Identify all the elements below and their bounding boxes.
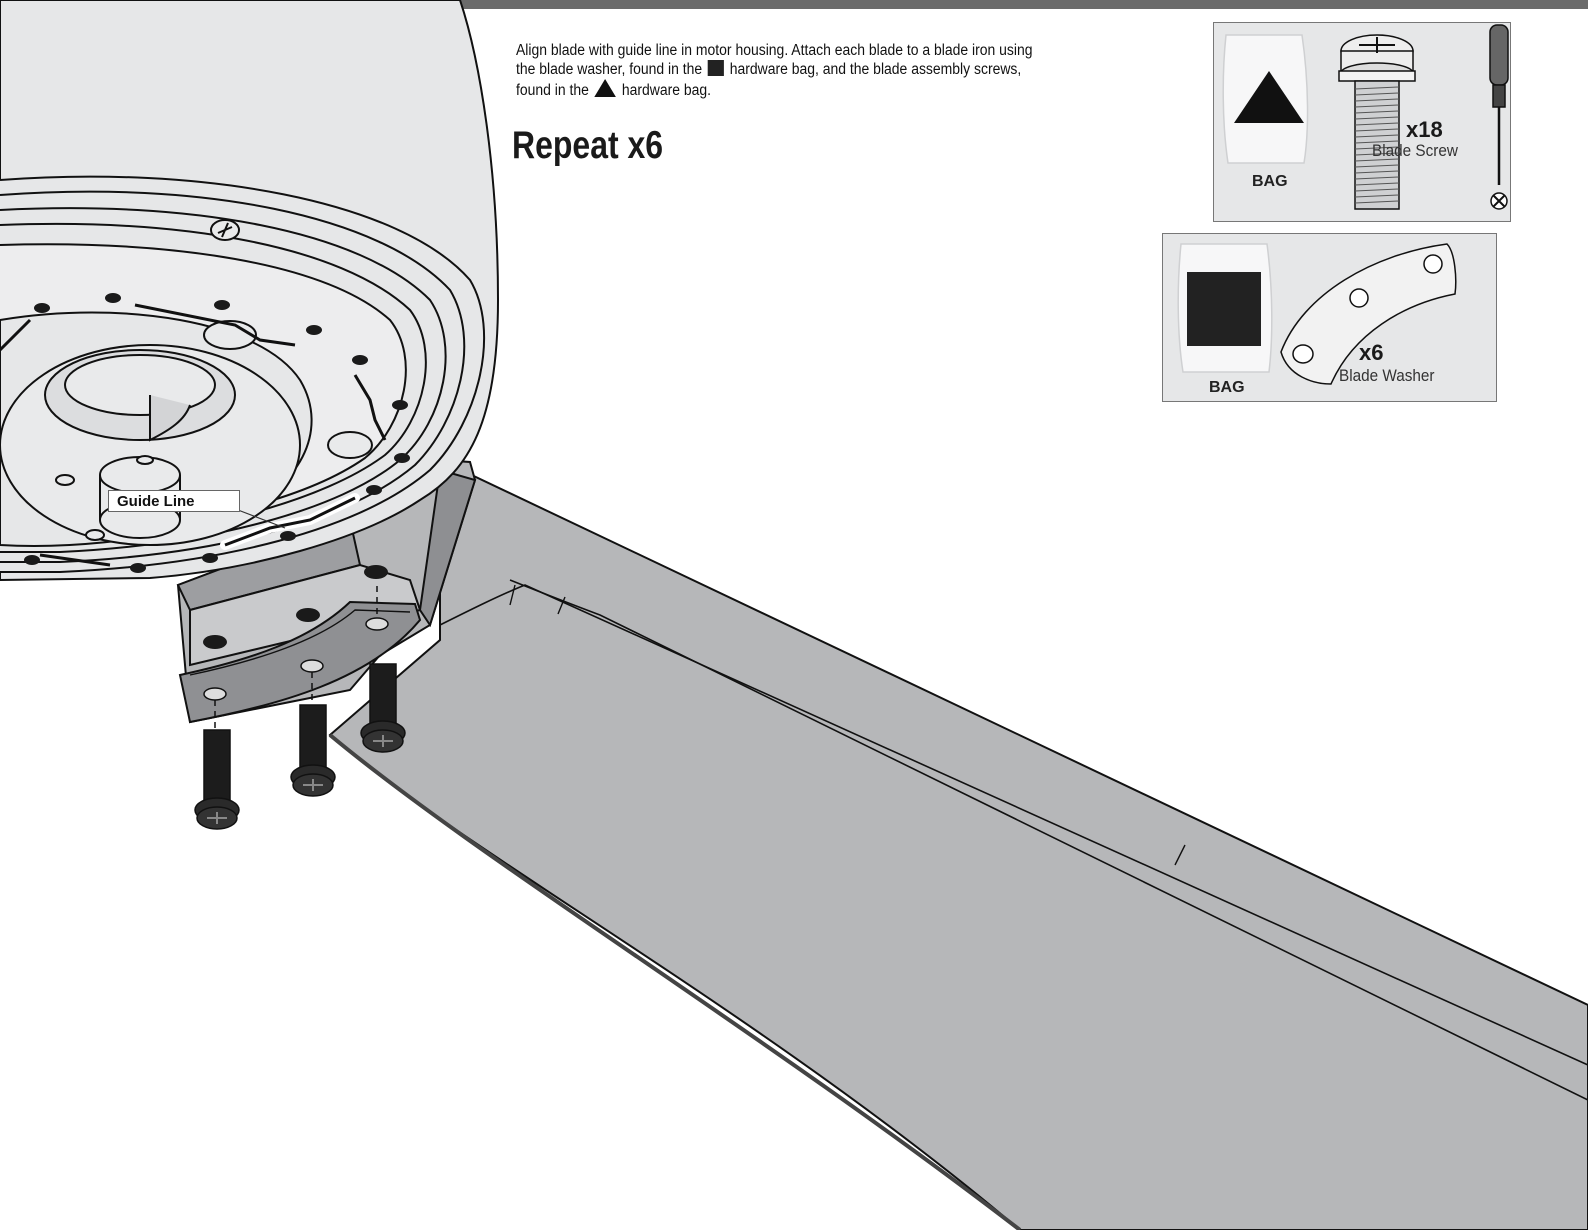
instruction-line-2a: the blade washer, found in the <box>516 61 703 78</box>
hardware-bag-triangle <box>1222 34 1309 164</box>
bag-label: BAG <box>1209 379 1245 396</box>
blade-screws <box>194 663 406 830</box>
screw-hardware-panel: BAG x18 Blade Screw <box>1213 22 1511 222</box>
bag-label: BAG <box>1252 173 1288 190</box>
triangle-bag-symbol <box>1234 71 1304 123</box>
square-bag-icon <box>707 60 725 76</box>
triangle-bag-icon <box>594 79 617 97</box>
washer-count: x6 <box>1359 340 1384 365</box>
instruction-line-1: Align blade with guide line in motor hou… <box>516 42 1033 59</box>
washer-name: Blade Washer <box>1339 366 1435 385</box>
square-bag-symbol <box>1187 272 1261 346</box>
motor-housing <box>0 0 500 582</box>
blade-screw-icon <box>1338 34 1416 210</box>
instruction-line-3a: found in the <box>516 82 589 99</box>
iron-holes <box>203 565 388 649</box>
fan-blade <box>328 458 1588 1230</box>
washer-hardware-panel: BAG x6 Blade Washer <box>1162 233 1497 402</box>
instruction-line-3b: hardware bag. <box>621 82 712 99</box>
hardware-bag-square <box>1177 243 1273 373</box>
blade-screw-2 <box>290 704 336 797</box>
phillips-screwdriver-icon <box>1489 24 1509 210</box>
blade-washer-icon <box>1280 243 1457 385</box>
guide-line-callout: Guide Line <box>108 490 240 512</box>
blade-washer <box>178 600 422 724</box>
blade-screw-3 <box>360 663 406 753</box>
guide-line-mark <box>220 493 360 550</box>
blade-screw-1 <box>194 729 240 830</box>
screw-name: Blade Screw <box>1372 141 1458 160</box>
screw-count: x18 <box>1406 117 1443 142</box>
instruction-line-2b: hardware bag, and the blade assembly scr… <box>729 61 1022 78</box>
instruction-text: Align blade with guide line in motor hou… <box>516 42 1110 100</box>
top-bar <box>0 0 1588 9</box>
housing-holes <box>24 293 410 573</box>
repeat-heading: Repeat x6 <box>512 124 664 167</box>
